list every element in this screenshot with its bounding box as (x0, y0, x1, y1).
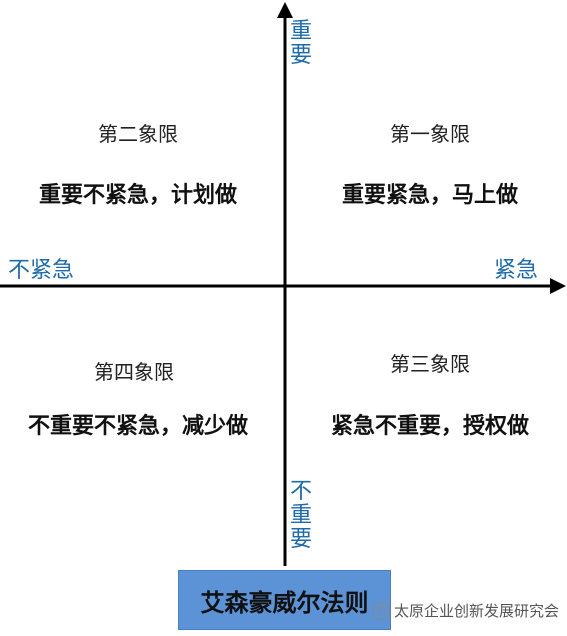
axis-label-not-urgent: 不紧急 (8, 258, 75, 283)
quadrant-2-desc: 重要不紧急，计划做 (38, 183, 237, 208)
axis-label-important: 重要 (289, 19, 312, 68)
watermark-text: 太原企业创新发展研究会 (394, 602, 560, 620)
diagram-title: 艾森豪威尔法则 (200, 588, 369, 617)
quadrant-4-desc: 不重要不紧急，减少做 (27, 414, 248, 439)
quadrant-2-title: 第二象限 (98, 122, 178, 146)
quadrant-4-title: 第四象限 (94, 360, 174, 384)
axis-label-urgent: 紧急 (494, 258, 539, 283)
watermark: ✆ 太原企业创新发展研究会 (372, 600, 559, 621)
quadrant-3-desc: 紧急不重要，授权做 (330, 414, 529, 439)
up-arrow (277, 2, 293, 18)
wechat-icon: ✆ (372, 601, 390, 620)
quadrant-1-desc: 重要紧急，马上做 (341, 183, 518, 208)
quadrant-1-title: 第一象限 (390, 122, 470, 146)
title-box: 艾森豪威尔法则 (178, 570, 391, 630)
axis-label-not-important: 不重要 (289, 479, 312, 552)
quadrant-3-title: 第三象限 (390, 352, 470, 376)
right-arrow (550, 278, 566, 294)
